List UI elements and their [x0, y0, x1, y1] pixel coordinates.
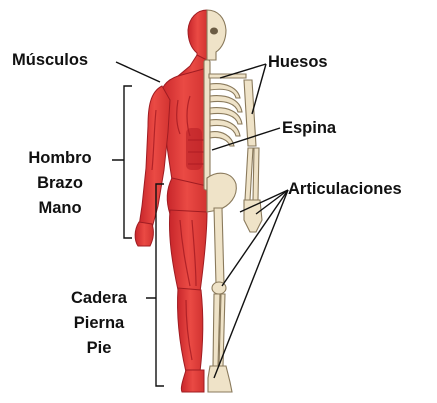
bone-forearm-1 [245, 148, 253, 200]
muscle-hand [135, 222, 153, 246]
muscle-half [135, 10, 207, 392]
label-group-upper: Hombro Brazo Mano [14, 146, 106, 221]
muscle-head [188, 10, 207, 62]
bone-femur [214, 208, 224, 284]
leader-musculos [116, 62, 160, 82]
bone-hand [244, 200, 262, 232]
muscle-foot [181, 370, 204, 392]
bone-forearm-2 [253, 148, 259, 200]
bone-pelvis [207, 173, 236, 212]
label-cadera: Cadera [56, 286, 142, 311]
bone-eye-socket [210, 28, 218, 35]
leader-huesos-b [252, 64, 266, 114]
label-espina: Espina [282, 120, 336, 137]
label-mano: Mano [14, 196, 106, 221]
label-group-lower: Cadera Pierna Pie [56, 286, 142, 361]
label-hombro: Hombro [14, 146, 106, 171]
muscle-arm [139, 86, 170, 228]
muscle-abdomen [186, 128, 202, 170]
label-pierna: Pierna [56, 311, 142, 336]
muscle-shin [177, 288, 202, 372]
bone-foot [208, 366, 232, 392]
label-pie: Pie [56, 336, 142, 361]
bone-spine [204, 60, 210, 190]
label-brazo: Brazo [14, 171, 106, 196]
label-musculos: Músculos [12, 52, 88, 69]
label-huesos: Huesos [268, 54, 328, 71]
bracket-upper [112, 86, 132, 238]
bone-skull [207, 10, 226, 60]
label-articulaciones: Articulaciones [288, 181, 402, 198]
